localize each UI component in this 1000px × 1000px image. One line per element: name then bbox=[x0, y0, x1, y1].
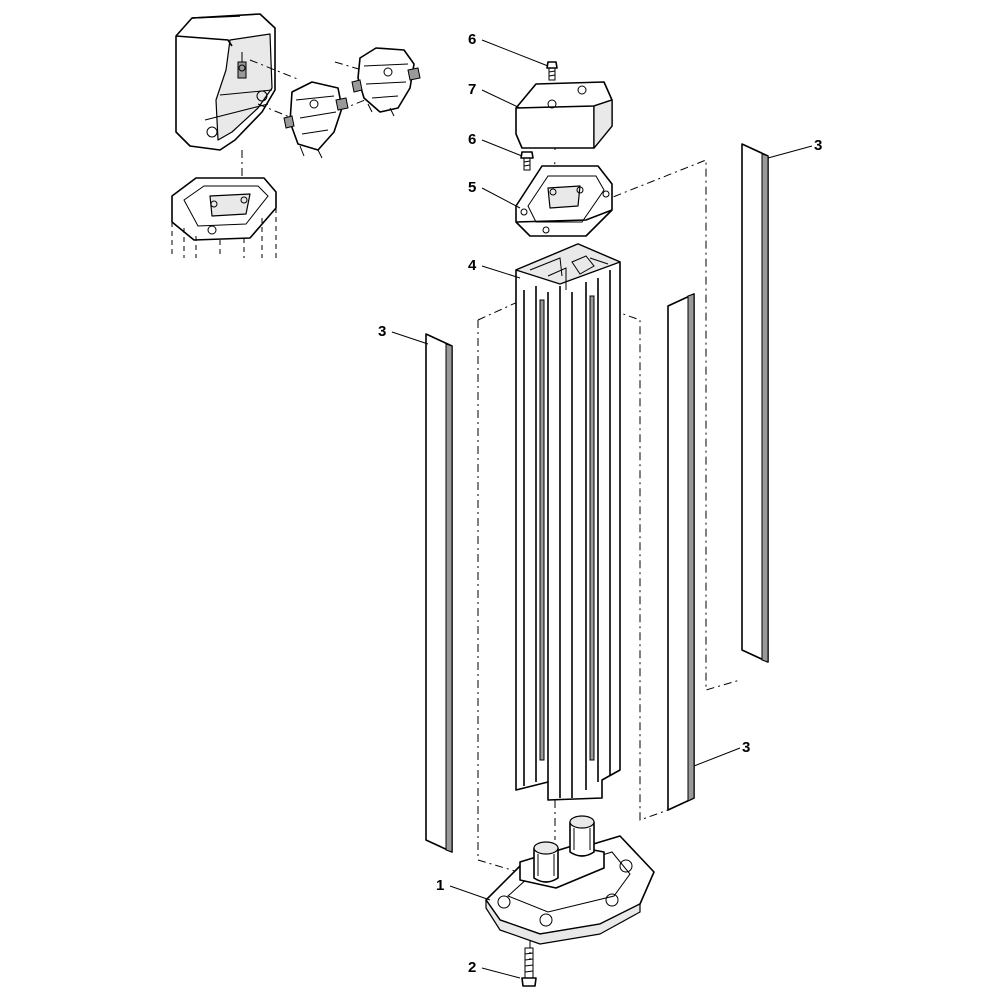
callout-6-mid: 6 bbox=[468, 131, 523, 157]
screw-mid bbox=[520, 151, 534, 171]
callout-2: 2 bbox=[468, 959, 521, 979]
callout-4: 4 bbox=[468, 257, 521, 279]
callout-label: 4 bbox=[468, 257, 477, 274]
callout-label: 6 bbox=[468, 131, 476, 148]
inset-detail bbox=[171, 13, 421, 258]
callout-label: 3 bbox=[378, 323, 386, 340]
callout-label: 7 bbox=[468, 81, 476, 98]
screw-top bbox=[546, 61, 558, 81]
callout-label: 2 bbox=[468, 959, 476, 976]
callout-label: 1 bbox=[436, 877, 444, 894]
callout-5: 5 bbox=[468, 179, 521, 209]
base-plate bbox=[485, 815, 655, 945]
callout-6-top: 6 bbox=[468, 31, 549, 67]
callout-3-left: 3 bbox=[378, 323, 429, 345]
screw-bottom bbox=[521, 947, 537, 987]
callout-label: 3 bbox=[814, 137, 822, 154]
callout-7: 7 bbox=[468, 81, 521, 109]
inset-clamp-1 bbox=[283, 81, 349, 159]
cover-strip-left bbox=[425, 333, 453, 853]
callout-label: 5 bbox=[468, 179, 476, 196]
inset-adapter-on-profile bbox=[171, 177, 277, 258]
callout-3-top-right: 3 bbox=[767, 137, 822, 159]
cover-strip-right bbox=[667, 293, 695, 811]
inset-clamp-2 bbox=[351, 47, 421, 117]
callout-label: 6 bbox=[468, 31, 476, 48]
callout-3-bottom-right: 3 bbox=[693, 739, 750, 767]
top-cap bbox=[515, 81, 613, 149]
callout-label: 3 bbox=[742, 739, 750, 756]
callout-1: 1 bbox=[436, 877, 491, 901]
top-adapter-plate bbox=[515, 165, 613, 237]
inset-housing bbox=[175, 13, 276, 151]
aluminium-profile bbox=[515, 243, 621, 801]
cover-strip-right-tall bbox=[741, 143, 769, 663]
